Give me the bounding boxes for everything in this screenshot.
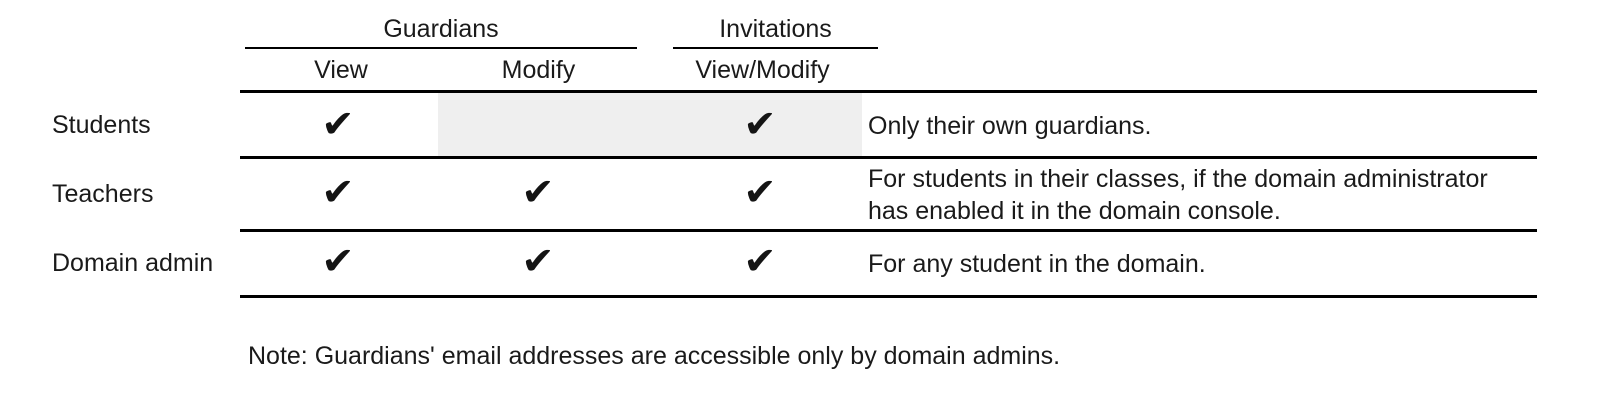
checkmark-icon-domain-admin-guardians-view: ✔ [321,239,355,283]
row-label-students: Students [52,111,151,139]
row-label-teachers: Teachers [52,180,154,208]
cell-students-invitations: ✔ [743,102,777,146]
checkmark-icon-domain-admin-invitations: ✔ [743,239,777,283]
checkmark-icon-teachers-invitations: ✔ [743,170,777,214]
checkmark-icon-teachers-guardians-modify: ✔ [521,170,555,214]
column-group-invitations: Invitations [719,15,832,43]
row-label-domain-admin: Domain admin [52,249,214,277]
column-header-view-modify: View/Modify [695,56,830,84]
checkmark-icon-teachers-guardians-view: ✔ [321,170,355,214]
cell-students-modify-disabled [438,93,862,156]
table-rule-after-students [240,156,1537,159]
row-description-students: Only their own guardians. [868,112,1152,140]
group-rule-guardians [245,47,637,49]
row-description-teachers: For students in their classes, if the do… [868,165,1488,225]
checkmark-icon-domain-admin-guardians-modify: ✔ [521,239,555,283]
table-rule-after-teachers [240,229,1537,232]
checkmark-icon-students-guardians-view: ✔ [321,102,355,146]
column-header-view: View [314,56,368,84]
group-rule-invitations [673,47,878,49]
table-note: Note: Guardians' email addresses are acc… [248,342,1061,370]
table-rule-bottom [240,295,1537,298]
column-group-guardians: Guardians [383,15,499,43]
table-rule-top [240,90,1537,93]
row-description-domain-admin: For any student in the domain. [868,250,1206,278]
column-header-modify: Modify [501,56,576,84]
